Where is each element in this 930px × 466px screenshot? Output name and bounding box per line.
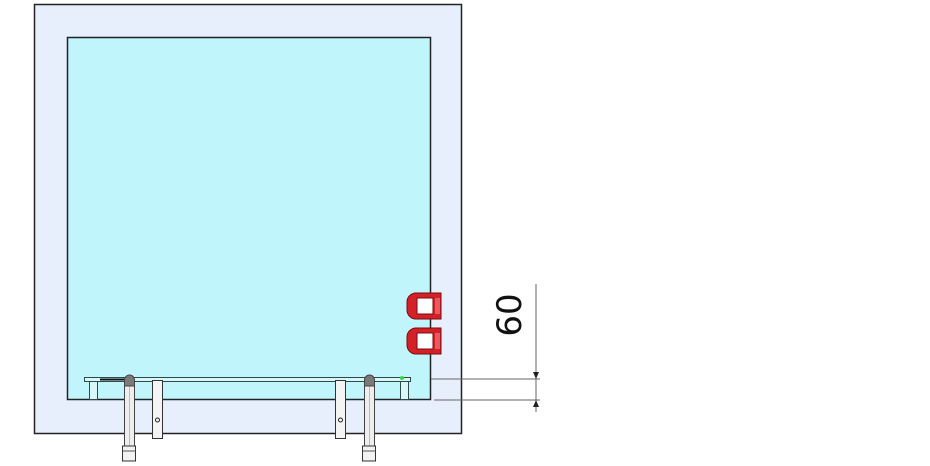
dimension-arrow-bottom	[533, 400, 539, 407]
clip-lower	[406, 327, 442, 355]
post-right	[335, 380, 346, 439]
dimension-label: 60	[490, 293, 530, 337]
antenna-left	[122, 374, 136, 462]
post-left	[152, 380, 163, 439]
bottom-rail	[84, 376, 411, 400]
dimension-arrow-top	[533, 372, 539, 379]
marker-green-icon	[400, 376, 404, 380]
inner-panel	[66, 36, 432, 401]
clip-upper	[406, 292, 442, 320]
rail-foot-right	[400, 381, 409, 400]
antenna-right	[362, 374, 376, 462]
rail-foot-left	[89, 381, 98, 400]
